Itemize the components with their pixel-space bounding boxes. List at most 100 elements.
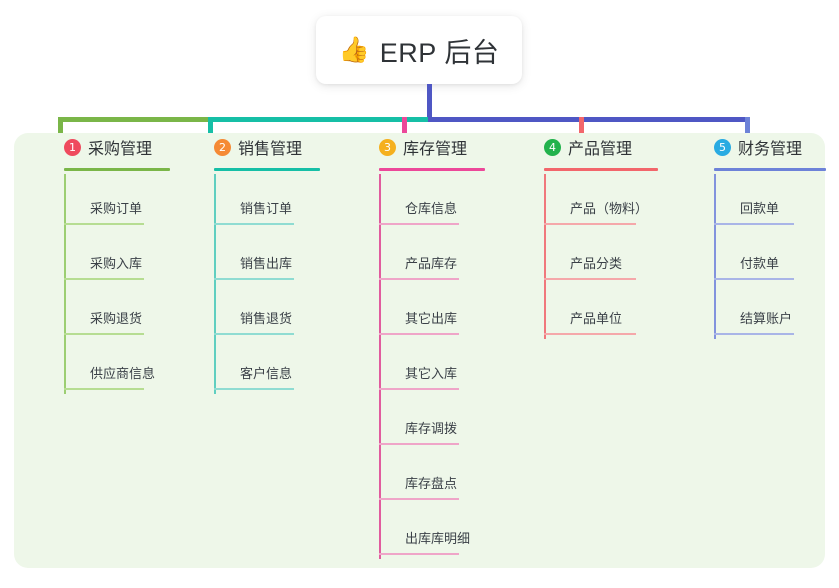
branch-item-rule: [214, 333, 294, 335]
branch-item-label: 供应商信息: [90, 366, 156, 381]
branch-column-1: 1 采购管理采购订单采购入库采购退货供应商信息: [40, 133, 170, 394]
connector-drop-1: [58, 117, 63, 145]
connector-drop-2: [208, 117, 213, 145]
branch-item-label: 产品分类: [570, 256, 623, 271]
branch-item[interactable]: 其它入库: [355, 336, 485, 391]
branch-item-rule: [214, 388, 294, 390]
branch-title: 采购管理: [88, 141, 153, 158]
branch-spine: [714, 174, 716, 339]
branch-item[interactable]: 结算账户: [690, 281, 826, 336]
branch-item[interactable]: 库存盘点: [355, 446, 485, 501]
branch-item-rule: [379, 498, 459, 500]
branch-item[interactable]: 其它出库: [355, 281, 485, 336]
branch-item[interactable]: 付款单: [690, 226, 826, 281]
branch-item-label: 回款单: [740, 201, 780, 216]
branch-item-rule: [214, 223, 294, 225]
branch-item-rule: [64, 333, 144, 335]
branch-header-rule: [64, 168, 170, 171]
branch-badge-icon: 4: [544, 138, 561, 156]
branch-item[interactable]: 客户信息: [190, 336, 320, 391]
branch-item-rule: [379, 388, 459, 390]
branch-header-5[interactable]: 5 财务管理: [690, 133, 826, 161]
branch-badge-icon: 5: [714, 138, 731, 156]
branch-header-4[interactable]: 4 产品管理: [520, 133, 658, 161]
branch-item-rule: [64, 223, 144, 225]
branch-item-label: 采购订单: [90, 201, 143, 216]
branch-item[interactable]: 库存调拨: [355, 391, 485, 446]
branch-header-rule: [214, 168, 320, 171]
branch-header-1[interactable]: 1 采购管理: [40, 133, 170, 161]
branch-item[interactable]: 采购入库: [40, 226, 170, 281]
branch-item-list: 销售订单销售出库销售退货客户信息: [190, 171, 320, 391]
root-node-title: ERP 后台: [379, 37, 500, 68]
branch-header-2[interactable]: 2 销售管理: [190, 133, 320, 161]
branch-item-label: 仓库信息: [405, 201, 458, 216]
branch-item[interactable]: 仓库信息: [355, 171, 485, 226]
branch-item-rule: [379, 333, 459, 335]
branch-header-rule: [379, 168, 485, 171]
branch-item-list: 产品（物料） 产品分类产品单位: [520, 171, 658, 336]
branch-item-label: 产品（物料）: [570, 201, 649, 216]
branch-item-label: 付款单: [740, 256, 780, 271]
branch-spine: [544, 174, 546, 339]
branch-item[interactable]: 采购订单: [40, 171, 170, 226]
branch-item[interactable]: 产品单位: [520, 281, 658, 336]
connector-bus-green: [58, 117, 210, 122]
branch-item-rule: [714, 333, 794, 335]
branch-item-label: 其它入库: [405, 366, 458, 381]
branch-item-rule: [64, 388, 144, 390]
branch-item-rule: [379, 223, 459, 225]
branch-title: 销售管理: [238, 141, 303, 158]
branch-item[interactable]: 供应商信息: [40, 336, 170, 391]
branch-item-label: 销售订单: [240, 201, 293, 216]
branch-item[interactable]: 采购退货: [40, 281, 170, 336]
root-node-card[interactable]: 👍 ERP 后台: [316, 16, 522, 84]
branch-item[interactable]: 产品库存: [355, 226, 485, 281]
branches-panel: 1 采购管理采购订单采购入库采购退货供应商信息 2 销售管理销售订单销售出库销售退货客…: [14, 133, 826, 568]
branch-item-label: 产品库存: [405, 256, 458, 271]
branch-item-rule: [544, 223, 636, 225]
branch-item-label: 其它出库: [405, 311, 458, 326]
branch-item-label: 客户信息: [240, 366, 293, 381]
branch-item[interactable]: 销售出库: [190, 226, 320, 281]
branch-item-list: 采购订单采购入库采购退货供应商信息: [40, 171, 170, 391]
branch-title: 产品管理: [568, 141, 633, 158]
branch-badge-icon: 1: [64, 138, 81, 156]
branch-item-rule: [714, 223, 794, 225]
branch-item-list: 回款单付款单结算账户: [690, 171, 826, 336]
branch-item-rule: [379, 443, 459, 445]
branch-item[interactable]: 销售退货: [190, 281, 320, 336]
branch-item-label: 采购入库: [90, 256, 143, 271]
branch-item-label: 产品单位: [570, 311, 623, 326]
branch-item[interactable]: 产品（物料）: [520, 171, 658, 226]
thumbs-up-icon: 👍: [338, 35, 370, 64]
branch-item-label: 出库库明细: [405, 531, 471, 546]
branch-item-rule: [544, 333, 636, 335]
branch-item-rule: [379, 553, 459, 555]
branch-item-rule: [544, 278, 636, 280]
branch-title: 财务管理: [738, 141, 803, 158]
branch-item-label: 库存调拨: [405, 421, 458, 436]
branch-badge-icon: 2: [214, 138, 231, 156]
branch-item[interactable]: 出库库明细: [355, 501, 485, 556]
branch-item-label: 销售出库: [240, 256, 293, 271]
branch-column-4: 4 产品管理产品（物料） 产品分类产品单位: [520, 133, 658, 339]
branch-spine: [379, 174, 381, 559]
connector-drop-5: [745, 117, 750, 145]
branch-item[interactable]: 产品分类: [520, 226, 658, 281]
branch-item-label: 采购退货: [90, 311, 143, 326]
branch-badge-icon: 3: [379, 138, 396, 156]
branch-item-rule: [714, 278, 794, 280]
branch-spine: [64, 174, 66, 394]
connector-drop-4: [579, 117, 584, 145]
branch-item[interactable]: 销售订单: [190, 171, 320, 226]
connector-root-stem: [427, 84, 432, 120]
branch-item[interactable]: 回款单: [690, 171, 826, 226]
branch-item-label: 库存盘点: [405, 476, 458, 491]
branch-spine: [214, 174, 216, 394]
branch-header-rule: [714, 168, 826, 171]
branch-item-list: 仓库信息产品库存其它出库其它入库库存调拨库存盘点出库库明细: [355, 171, 485, 556]
